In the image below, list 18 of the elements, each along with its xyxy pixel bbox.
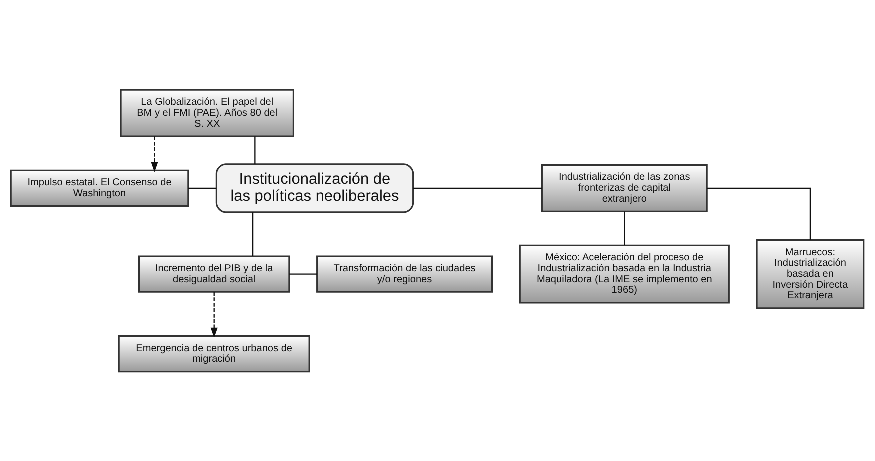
connector [252,212,254,256]
node-box: Industrialización de las zonas fronterizas de capital extranjero [541,164,708,212]
node-box: Incremento del PIB y de la desigualdad social [138,255,290,292]
node-box: Transformación de las ciudades y/o regiones [316,255,494,292]
node-box: La Globalización. El papel del BM y el FMI (PAE). Años 80 del S. XX [120,88,294,137]
node-box: Emergencia de centros urbanos de migración [118,335,310,372]
connector [707,187,812,240]
connector [624,211,626,246]
connector [188,187,217,188]
node-box: México: Aceleración del proceso de Industrialización basada en la Industria Maquiladora (La IME se implemento en 1965) [519,244,730,304]
node-box: Marruecos: Industrialización basada en Inversión Directa Extranjera [756,239,865,309]
connector [413,187,542,188]
arrow [151,136,158,172]
connector [254,136,256,164]
node-box: Impulso estatal. El Consenso de Washington [10,169,190,206]
node-box: Institucionalización de las políticas neoliberales [216,163,414,213]
connector [290,273,318,274]
arrow [210,292,218,338]
